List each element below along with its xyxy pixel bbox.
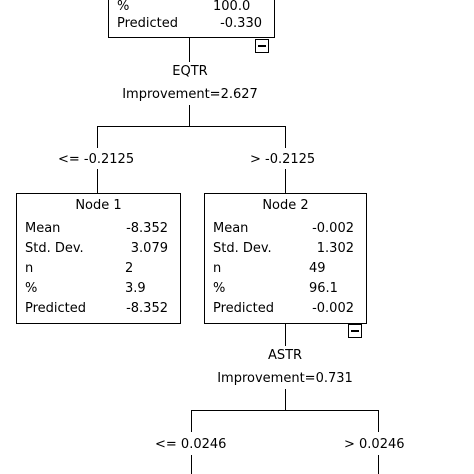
node2-row-mean: Mean -0.002	[213, 219, 354, 239]
node1-row-stddev: Std. Dev. 3.079	[25, 239, 168, 259]
node1-label-stddev: Std. Dev.	[25, 241, 84, 256]
split2-right-condition: > 0.0246	[344, 437, 405, 452]
node2-label-stddev: Std. Dev.	[213, 241, 272, 256]
node2-label-n: n	[213, 261, 222, 276]
node2-value-percent: 96.1	[309, 281, 338, 296]
node1-box: Node 1 Mean -8.352 Std. Dev. 3.079 n 2 %…	[16, 193, 181, 324]
node1-label-predicted: Predicted	[25, 301, 87, 316]
node1-title: Node 1	[75, 198, 122, 213]
split1-left-condition: <= -0.2125	[58, 152, 135, 167]
split1-right-drop	[285, 126, 286, 148]
split2-left-drop	[191, 410, 192, 432]
split1-stem	[189, 105, 190, 126]
split1-right-to-node2	[285, 169, 286, 193]
split2-horizontal	[191, 410, 379, 411]
split2-improvement: Improvement=0.731	[217, 371, 353, 386]
node1-value-mean: -8.352	[126, 221, 168, 236]
node2-value-predicted: -0.002	[312, 301, 354, 316]
node2-title: Node 2	[262, 198, 309, 213]
split1-improvement: Improvement=2.627	[122, 87, 258, 102]
root-value-predicted: -0.330	[220, 16, 262, 31]
connector-root-split1	[189, 38, 190, 62]
split1-left-to-node1	[97, 169, 98, 193]
node2-value-n: 49	[309, 261, 326, 276]
node1-value-predicted: -8.352	[126, 301, 168, 316]
split2-right-continue	[378, 455, 379, 474]
node2-row-stddev: Std. Dev. 1.302	[213, 239, 354, 259]
root-label-percent: %	[117, 0, 130, 14]
node1-value-percent: 3.9	[125, 281, 146, 296]
node1-row-n: n 2	[25, 259, 168, 279]
split1-right-condition: > -0.2125	[250, 152, 316, 167]
node2-row-n: n 49	[213, 259, 354, 279]
node2-value-mean: -0.002	[312, 221, 354, 236]
root-row-predicted: Predicted -0.330	[117, 14, 262, 34]
node2-row-predicted: Predicted -0.002	[213, 299, 354, 319]
root-node-box: % 100.0 Predicted -0.330	[108, 0, 275, 38]
node1-row-percent: % 3.9	[25, 279, 168, 299]
root-value-percent: 100.0	[213, 0, 251, 14]
split2-right-drop	[378, 410, 379, 432]
node1-value-stddev: 3.079	[130, 241, 168, 256]
node2-label-percent: %	[213, 281, 226, 296]
node1-label-mean: Mean	[25, 221, 61, 236]
split2-left-continue	[191, 455, 192, 474]
split1-left-drop	[97, 126, 98, 148]
split1-horizontal	[97, 126, 286, 127]
node1-value-n: 2	[125, 261, 134, 276]
root-row-percent: % 100.0	[117, 0, 262, 17]
split2-variable: ASTR	[267, 348, 303, 363]
node1-label-percent: %	[25, 281, 38, 296]
node2-label-predicted: Predicted	[213, 301, 275, 316]
node1-label-n: n	[25, 261, 34, 276]
node2-value-stddev: 1.302	[316, 241, 354, 256]
node2-box: Node 2 Mean -0.002 Std. Dev. 1.302 n 49 …	[204, 193, 367, 324]
node2-collapse-toggle-icon[interactable]	[348, 324, 362, 338]
split2-left-condition: <= 0.0246	[155, 437, 227, 452]
node2-row-percent: % 96.1	[213, 279, 354, 299]
node1-row-mean: Mean -8.352	[25, 219, 168, 239]
split2-stem	[285, 389, 286, 410]
node2-label-mean: Mean	[213, 221, 249, 236]
connector-node2-split2	[285, 324, 286, 346]
split1-variable: EQTR	[172, 64, 208, 79]
root-label-predicted: Predicted	[117, 16, 179, 31]
root-collapse-toggle-icon[interactable]	[255, 39, 269, 53]
node1-row-predicted: Predicted -8.352	[25, 299, 168, 319]
